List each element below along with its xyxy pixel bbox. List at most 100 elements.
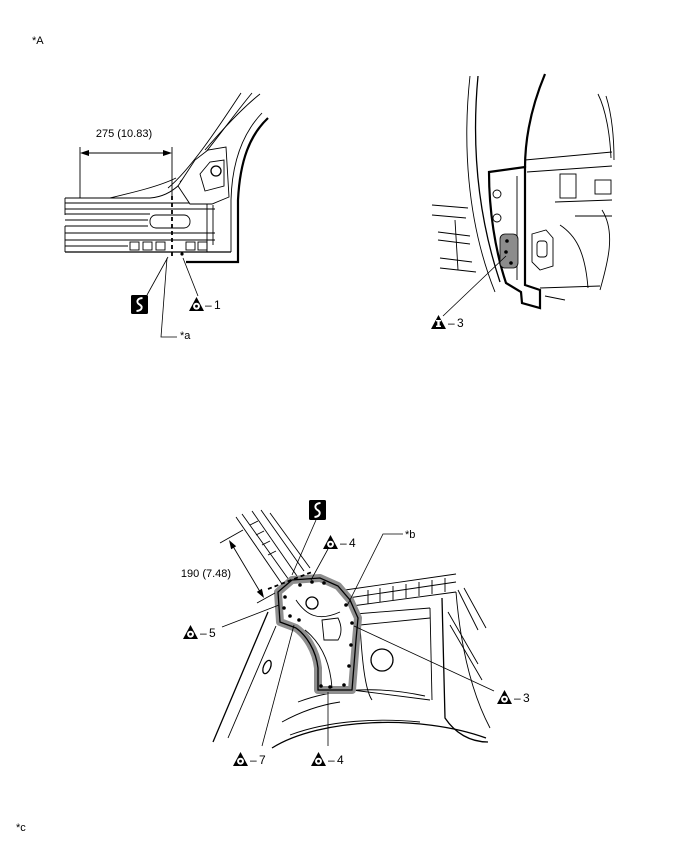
callout-number: 1 xyxy=(214,298,221,312)
rocker-notch xyxy=(142,241,153,251)
weld-callout-3-bottom: – 3 xyxy=(497,690,530,705)
pillar-line xyxy=(235,516,283,585)
body-structure-line xyxy=(347,581,457,599)
hatch-line xyxy=(449,624,483,681)
wheelhouse-inner-line xyxy=(351,689,431,701)
body-structure-line xyxy=(559,224,589,289)
saw-cut-icon xyxy=(131,295,148,314)
weld-spot xyxy=(310,580,314,584)
wheelhouse-line xyxy=(441,597,489,743)
weld-callout-3-top: – 3 xyxy=(431,315,464,330)
hatch-line xyxy=(463,587,487,629)
weld-spot xyxy=(297,618,301,622)
weld-callout-5: – 5 xyxy=(183,625,216,640)
spot-weld-icon xyxy=(233,752,248,766)
body-structure-block xyxy=(594,179,612,195)
cut-symbol-leader xyxy=(291,519,317,576)
arrowhead-right xyxy=(163,150,172,156)
triangle-bar-weld-icon-bar xyxy=(437,320,440,327)
weld-spot xyxy=(504,250,508,254)
callout-number: 3 xyxy=(523,691,530,705)
body-structure-block xyxy=(559,173,577,199)
callout-separator: – xyxy=(328,753,335,767)
weld-spot xyxy=(342,683,346,687)
rocker-notch xyxy=(185,241,196,251)
spot-weld-icon-dot xyxy=(503,697,506,701)
body-structure-line xyxy=(351,591,457,607)
weld-callout-leader xyxy=(221,604,280,628)
weld-spot xyxy=(319,684,323,688)
dimension-text: 190 (7.48) xyxy=(181,568,231,580)
quarter-panel-edge xyxy=(212,611,269,743)
callout-number: 3 xyxy=(457,316,464,330)
cut-symbol-leader xyxy=(146,256,169,296)
weld-spot xyxy=(328,685,332,689)
weld-callout-7: – 7 xyxy=(233,752,266,767)
dimension-line xyxy=(230,542,263,596)
triangle-bar-weld-icon xyxy=(431,315,446,329)
weld-callout-leader xyxy=(353,625,495,692)
top-right-view: – 3 xyxy=(431,73,615,330)
pillar-detail xyxy=(261,540,271,546)
quarter-panel-hole xyxy=(262,659,272,675)
pillar-curve xyxy=(597,93,612,159)
body-structure-line xyxy=(344,573,457,591)
callout-separator: – xyxy=(250,753,257,767)
pillar-curve xyxy=(466,75,496,293)
latch-bracket xyxy=(531,229,554,271)
patch-panel-hole xyxy=(492,213,502,223)
weld-spot xyxy=(322,581,326,585)
spot-weld-icon xyxy=(311,752,326,766)
extension-line-bottom xyxy=(256,592,276,604)
latch-bracket-slot xyxy=(536,240,548,258)
spot-weld-icon-dot xyxy=(189,632,192,636)
spot-weld-icon xyxy=(497,690,512,704)
spot-weld-icon xyxy=(189,297,204,311)
cut-line xyxy=(267,571,313,590)
bracket-hole xyxy=(210,165,222,177)
floor-line xyxy=(431,204,469,209)
reference-label-b: *b xyxy=(405,529,415,541)
spot-weld-icon-dot xyxy=(195,304,198,308)
spot-weld-icon-dot xyxy=(239,759,242,763)
patch-panel-hole xyxy=(492,189,502,199)
quarter-panel-edge xyxy=(227,625,277,739)
weld-callout-leader xyxy=(261,624,295,747)
reference-a-leader xyxy=(160,257,177,338)
triangle-bar-weld-icon-cap xyxy=(436,320,441,322)
weld-callout-leader xyxy=(442,255,507,317)
pillar-line xyxy=(260,509,305,572)
body-structure-line xyxy=(554,199,613,203)
reinforcement-flange xyxy=(295,599,341,618)
saw-cut-icon xyxy=(309,500,326,520)
weld-spot xyxy=(349,643,353,647)
weld-spot xyxy=(347,664,351,668)
body-structure-line xyxy=(544,295,566,301)
body-structure-line xyxy=(354,607,431,615)
body-structure-line xyxy=(599,209,611,291)
callout-number: 4 xyxy=(337,753,344,767)
floor-line xyxy=(437,231,471,237)
view-label-c: *c xyxy=(16,822,26,834)
reference-label-a: *a xyxy=(180,330,191,342)
reinforcement-flange xyxy=(304,629,333,689)
arrowhead-left xyxy=(80,150,89,156)
pillar-line xyxy=(241,513,290,581)
pillar-reinforcement-fill xyxy=(278,578,358,690)
pillar-line xyxy=(167,92,242,189)
rocker-notch xyxy=(129,241,140,251)
saw-cut-icon-wave xyxy=(314,502,321,518)
dimension-text: 275 (10.83) xyxy=(96,128,152,140)
wheelhouse-inner-line xyxy=(359,617,431,626)
pillar-bracket xyxy=(177,146,230,205)
callout-separator: – xyxy=(200,626,207,640)
pillar-curve xyxy=(605,95,615,161)
weld-spot xyxy=(288,614,292,618)
outer-panel-edge xyxy=(186,117,269,264)
pillar-detail xyxy=(267,550,277,556)
bottom-view: 190 (7.48) – 4 *b xyxy=(181,500,530,767)
pillar-bracket-inner xyxy=(199,159,225,192)
rocker-slot xyxy=(149,214,191,229)
pillar-line xyxy=(251,510,298,577)
wheel-arch xyxy=(271,721,487,749)
